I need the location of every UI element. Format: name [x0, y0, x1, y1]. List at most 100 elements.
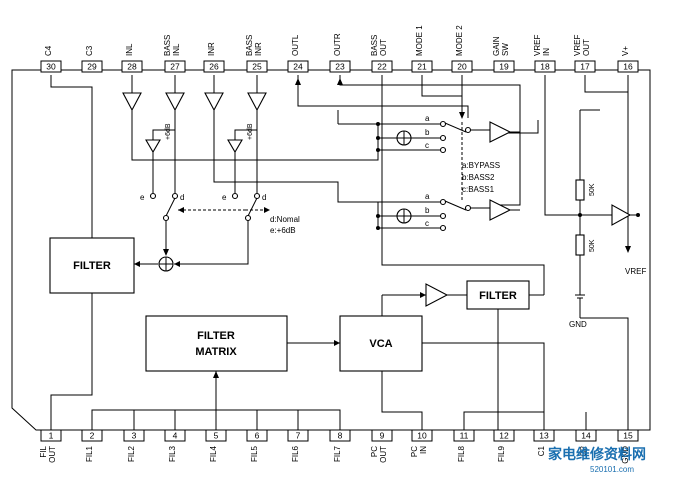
pin-number: 19 [499, 61, 509, 71]
pin-number: 30 [46, 61, 56, 71]
filter-left-label: FILTER [73, 260, 111, 272]
switch-d-label-2: d [262, 193, 266, 202]
pin-number: 25 [252, 61, 262, 71]
pin-label: GAIN [492, 36, 501, 56]
input-buffer-inr [204, 75, 224, 112]
pin-label: BASS [245, 35, 254, 56]
pin-label: MODE 2 [455, 25, 464, 56]
pin-label: BASS [163, 35, 172, 56]
pin-number: 12 [499, 430, 509, 440]
pin-label: FIL9 [497, 445, 506, 462]
input-buffer-bass-inr [247, 75, 267, 112]
pin-label: V+ [621, 46, 630, 56]
pin-number: 20 [457, 61, 467, 71]
pin-number: 27 [170, 61, 180, 71]
pin-23: 23 OUTR [329, 33, 351, 73]
vref-buffer [611, 204, 632, 226]
filter-block-left [49, 237, 135, 294]
pin-number: 11 [460, 430, 469, 440]
filter-matrix-block [145, 315, 288, 372]
six-db-label-2: +6dB [247, 123, 254, 140]
pin-label: INL [172, 43, 181, 56]
pin-label: VREF [533, 35, 542, 56]
de-e-label: e:+6dB [270, 226, 296, 235]
pin-number: 1 [49, 430, 54, 440]
pin-label: BASS [370, 35, 379, 56]
pin-label: IN [542, 48, 551, 56]
pin-label: FIL5 [250, 445, 259, 462]
pin-label: SW [501, 43, 510, 56]
pin-label: PC [410, 446, 419, 457]
pin-label: PC [370, 446, 379, 457]
pin-number: 5 [214, 430, 219, 440]
pin-number: 24 [293, 61, 303, 71]
pin-label: GND [621, 446, 630, 464]
filter-matrix-label-1: FILTER [197, 330, 235, 342]
watermark-text: 家电维修资料网 [548, 446, 646, 462]
pin-number: 23 [335, 61, 345, 71]
pin-label: INR [207, 42, 216, 56]
watermark-url: 520101.com [590, 465, 634, 474]
pin-label: OUTR [333, 33, 342, 56]
switch-c-label-1: c [425, 141, 429, 150]
pin-number: 10 [417, 430, 427, 440]
six-db-label-1: +6dB [165, 123, 172, 140]
pin-label: INL [125, 43, 134, 56]
pin-label: FIL8 [457, 445, 466, 462]
buffer-amp [425, 283, 449, 307]
pin-24: 24 OUTL [287, 34, 309, 73]
switch-a-label-1: a [425, 114, 430, 123]
pin-label: OUTL [291, 34, 300, 56]
pin-number: 16 [623, 61, 633, 71]
pin-label: FIL7 [333, 445, 342, 462]
pin-number: 3 [132, 430, 137, 440]
pin-label: FIL6 [291, 445, 300, 462]
pin-number: 2 [90, 430, 95, 440]
pin-28: 28 INL [121, 43, 143, 73]
pin-label: INR [254, 42, 263, 56]
pin-label: OUT [379, 39, 388, 56]
resistor-2-label: 50K [589, 239, 596, 252]
mode-a-label: a:BYPASS [462, 161, 500, 170]
mode-c-label: c:BASS1 [462, 185, 495, 194]
switch-e-label-2: e [222, 193, 227, 202]
switch-b-label-2: b [425, 206, 430, 215]
resistor-1-label: 50K [589, 183, 596, 196]
pin-number: 18 [540, 61, 550, 71]
pin-number: 6 [255, 430, 260, 440]
pin-number: 9 [380, 430, 385, 440]
switch-c-label-2: c [425, 219, 429, 228]
vref-label: VREF [625, 267, 646, 276]
pin-label: C2 [579, 445, 588, 456]
pin-number: 13 [539, 430, 549, 440]
pin-label: C1 [537, 445, 546, 456]
pin-29: 29 C3 [81, 45, 103, 73]
output-amp-lower [489, 199, 512, 221]
pin-number: 28 [127, 61, 137, 71]
pin-label: C3 [85, 45, 94, 56]
pin-label: OUT [48, 446, 57, 463]
pin-label: IN [419, 446, 428, 454]
vca-label: VCA [369, 338, 392, 350]
gnd-label: GND [569, 320, 587, 329]
filter-right-label: FILTER [479, 290, 517, 302]
pin-label: FIL [39, 445, 48, 457]
input-buffer-bass-inl [165, 75, 185, 112]
de-d-label: d:Nomal [270, 215, 300, 224]
pin-number: 29 [87, 61, 97, 71]
